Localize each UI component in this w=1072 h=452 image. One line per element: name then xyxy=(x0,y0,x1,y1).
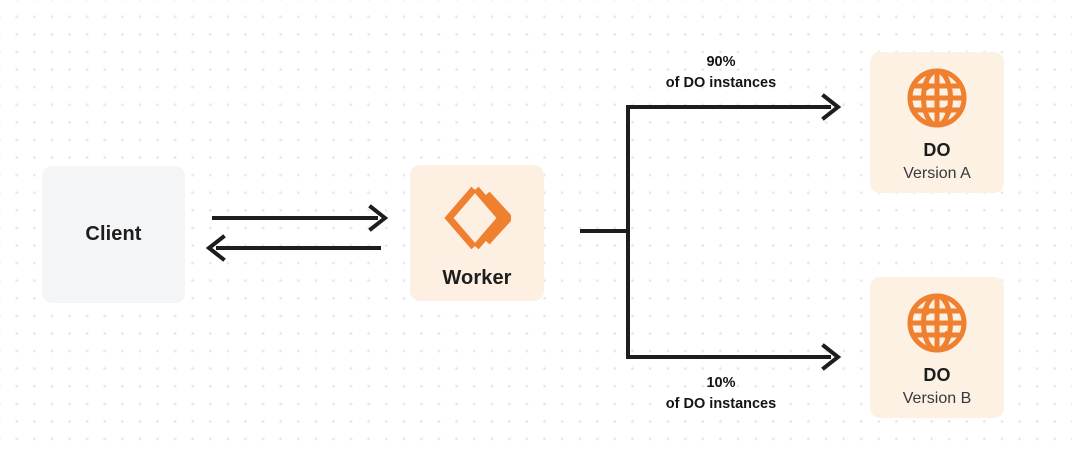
cloudflare-workers-icon xyxy=(443,185,514,251)
node-do-b-label: DO xyxy=(923,365,951,385)
edge-label-do-a-percent: 90% xyxy=(706,54,736,70)
node-client: Client xyxy=(42,166,185,303)
edge-worker-to-client xyxy=(205,234,381,262)
edge-label-do-b: 10% of DO instances xyxy=(630,373,812,415)
durable-object-globe-icon xyxy=(905,291,969,355)
durable-object-globe-icon xyxy=(905,66,969,130)
node-do-b-sublabel: Version B xyxy=(902,390,972,407)
edge-label-do-a: 90% of DO instances xyxy=(630,52,812,94)
node-do-a-label: DO xyxy=(923,140,951,160)
node-do-version-b: DO Version B xyxy=(870,277,1004,418)
edge-worker-split-trunk xyxy=(580,105,630,359)
edge-label-do-b-percent: 10% xyxy=(706,375,736,391)
node-do-version-a: DO Version A xyxy=(870,52,1004,193)
edge-worker-to-do-b xyxy=(626,343,842,371)
node-worker: Worker xyxy=(410,165,544,301)
edge-worker-to-do-a xyxy=(626,93,842,121)
edge-client-to-worker xyxy=(212,204,389,232)
edge-label-do-a-caption: of DO instances xyxy=(665,75,777,92)
edge-label-do-b-caption: of DO instances xyxy=(665,396,777,413)
node-worker-label: Worker xyxy=(442,267,512,289)
node-client-label: Client xyxy=(85,223,142,245)
node-do-a-sublabel: Version A xyxy=(903,165,971,182)
